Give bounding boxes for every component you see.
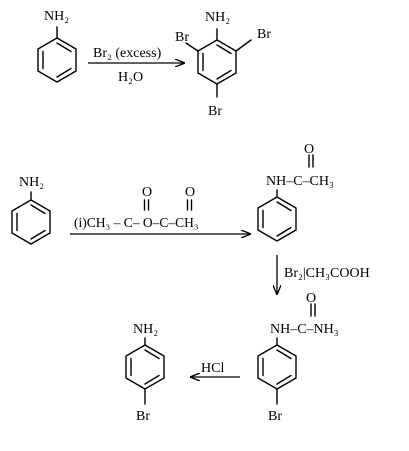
r2-reagent-hcl: HCl <box>201 361 224 376</box>
r1-br-right-label: Br <box>257 27 271 42</box>
r2-anhydride-carbonyl-bonds <box>143 199 193 211</box>
r2-product-nh2-label: NH₂ <box>133 322 158 337</box>
r2-anhydride-o-left: O <box>142 185 152 200</box>
r2-aniline-ring <box>11 191 51 245</box>
r2-anhydride-o-right: O <box>185 185 195 200</box>
r1-aniline-ring <box>37 26 77 83</box>
r2-intermediate-o-label: O <box>306 291 316 306</box>
r2-acetanilide-ring <box>257 154 314 242</box>
r2-aniline-nh2-label: NH₂ <box>19 175 44 190</box>
r2-reagent-anhydride: (i)CH₃ – C– O–C–CH₃ <box>74 215 199 230</box>
r2-product-ring <box>125 337 165 405</box>
r1-product-nh2-label: NH₂ <box>205 10 230 25</box>
r2-acetanilide-group-label: NH–C–CH₃ <box>266 174 334 189</box>
r1-product-ring <box>185 28 252 98</box>
r2-reagent-bromination: Br₂|CH₃COOH <box>284 266 370 281</box>
r2-intermediate-br-label: Br <box>268 409 282 424</box>
r2-acetanilide-o-label: O <box>304 142 314 157</box>
r2-intermediate-ring <box>257 303 316 405</box>
r1-br-bottom-label: Br <box>208 104 222 119</box>
r1-reagent-top: Br₂ (excess) <box>93 46 162 61</box>
r1-reagent-bottom: H₂O <box>118 70 143 85</box>
r2-intermediate-group-label: NH–C–NH₃ <box>270 322 339 337</box>
r2-product-br-label: Br <box>136 409 150 424</box>
r1-aniline-nh2-label: NH₂ <box>44 9 69 24</box>
r1-br-left-label: Br <box>175 30 189 45</box>
